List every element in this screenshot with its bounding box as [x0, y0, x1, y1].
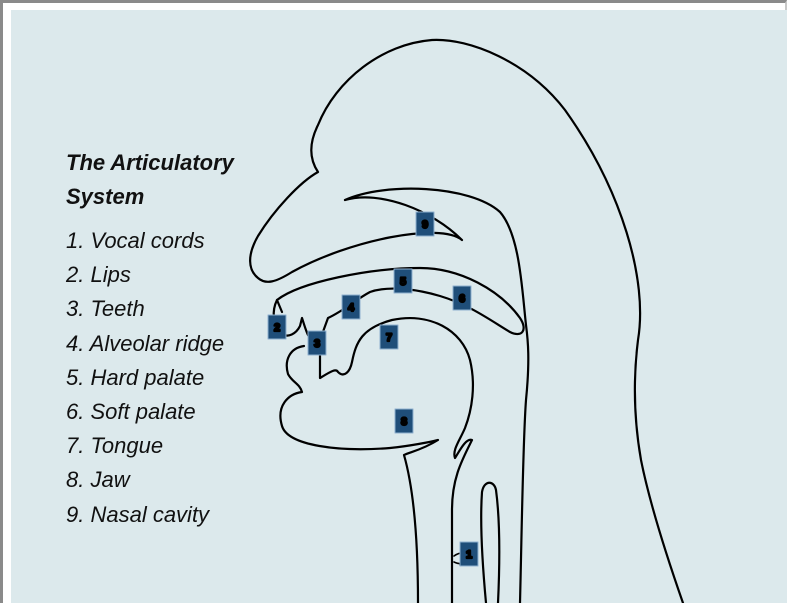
head-cross-section: 1 2 3 4 5 6 7 8 — [11, 10, 787, 603]
marker-nasal-cavity: 9 — [416, 212, 434, 236]
svg-text:9: 9 — [422, 219, 428, 231]
svg-text:1: 1 — [466, 549, 472, 561]
marker-teeth: 3 — [308, 331, 326, 355]
svg-text:4: 4 — [348, 302, 355, 314]
nasal-cavity-outline — [345, 189, 528, 603]
marker-tongue: 7 — [380, 325, 398, 349]
head-outline — [250, 40, 683, 603]
svg-text:5: 5 — [400, 276, 406, 288]
svg-text:6: 6 — [459, 293, 465, 305]
tongue-outline — [320, 318, 473, 603]
marker-lips: 2 — [268, 315, 286, 339]
jaw-outline — [280, 346, 438, 603]
svg-text:8: 8 — [401, 416, 407, 428]
marker-hard-palate: 5 — [394, 269, 412, 293]
svg-text:7: 7 — [386, 332, 392, 344]
marker-soft-palate: 6 — [453, 286, 471, 310]
marker-jaw: 8 — [395, 409, 413, 433]
marker-vocal-cords: 1 — [460, 542, 478, 566]
svg-text:3: 3 — [314, 338, 320, 350]
svg-text:2: 2 — [274, 322, 280, 334]
marker-alveolar-ridge: 4 — [342, 295, 360, 319]
diagram-canvas: The Articulatory System 1. Vocal cords 2… — [11, 10, 787, 603]
larynx-outline — [481, 483, 499, 603]
